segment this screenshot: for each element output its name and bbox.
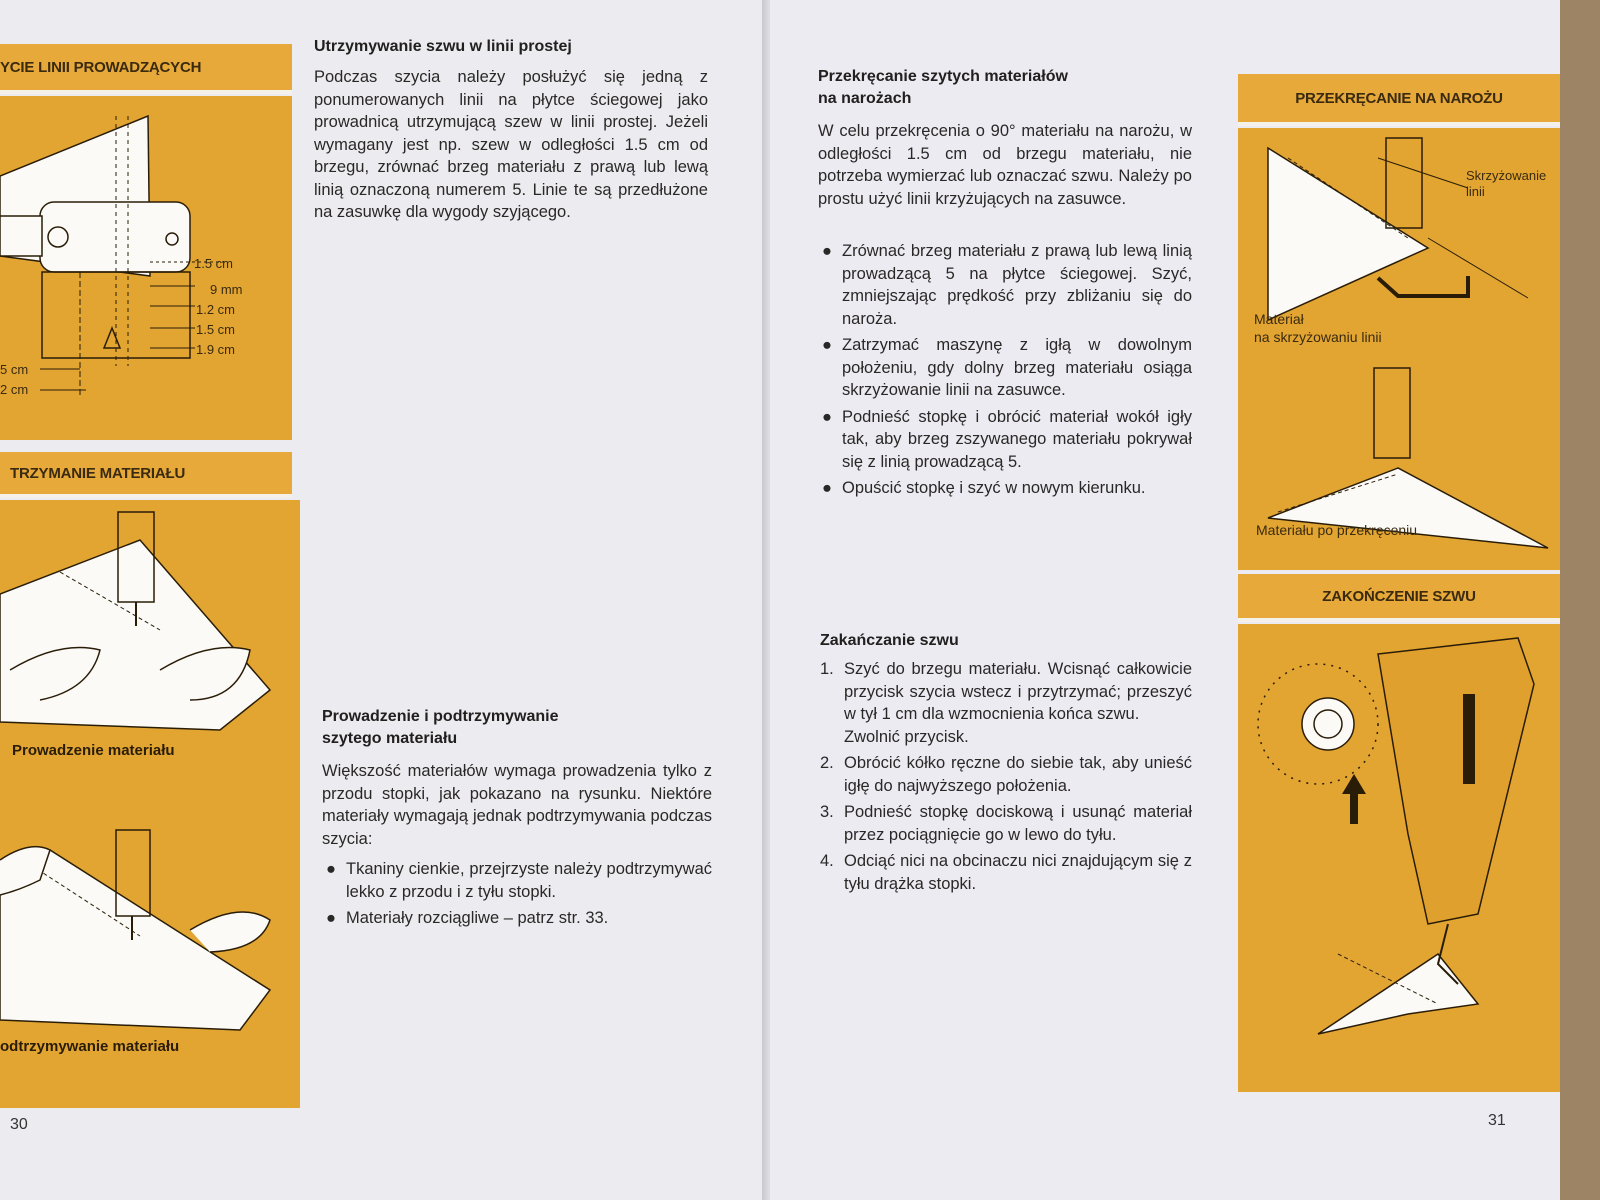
section-corners-list: ●Zrównać brzeg materiału z prawą lub lew… bbox=[818, 240, 1192, 504]
section-corners-title: Przekręcanie szytych materiałów na naroż… bbox=[818, 66, 1198, 110]
label-crossing: Skrzyżowanie linii bbox=[1466, 168, 1546, 200]
band-divider bbox=[1238, 618, 1560, 622]
ruler-label-3: 1.2 cm bbox=[196, 302, 236, 317]
label-crossing-line2: linii bbox=[1466, 184, 1485, 199]
seam-finishing-band: ZAKOŃCZENIE SZWU bbox=[1238, 574, 1560, 618]
corner-turning-band: PRZEKRĘCANIE NA NAROŻU bbox=[1238, 74, 1560, 122]
section-guiding-text: Większość materiałów wymaga prowadzenia … bbox=[322, 762, 712, 848]
list-item-text: Zrównać brzeg materiału z prawą lub lewą… bbox=[842, 242, 1192, 328]
caption-supporting: odtrzymywanie materiału bbox=[0, 1038, 180, 1055]
side-label-2: 2 cm bbox=[0, 382, 29, 397]
list-item: 4. Odciąć nici na obcinaczu nici znajdują… bbox=[820, 850, 1192, 895]
list-item-text: Opuścić stopkę i szyć w nowym kierunku. bbox=[842, 479, 1146, 497]
section-guiding-list: ●Tkaniny cienkie, przejrzyste należy pod… bbox=[322, 858, 712, 934]
section-guiding-title-line2: szytego materiału bbox=[322, 730, 458, 747]
list-item: 2. Obrócić kółko ręczne do siebie tak, ab… bbox=[820, 752, 1192, 797]
right-page: Przekręcanie szytych materiałów na naroż… bbox=[770, 0, 1570, 1200]
page-number-left: 30 bbox=[10, 1116, 28, 1133]
guide-lines-illustration: 1.5 cm 9 mm 1.2 cm 1.5 cm 1.9 cm 5 cm 2 … bbox=[0, 96, 292, 440]
ruler-label-2: 9 mm bbox=[210, 282, 243, 297]
label-material-line2: na skrzyżowaniu linii bbox=[1254, 329, 1382, 345]
fabric-guiding-drawing bbox=[0, 511, 272, 1031]
list-item: ●Zrównać brzeg materiału z prawą lub lew… bbox=[822, 242, 1192, 328]
list-item-text: Podnieść stopkę i obrócić materiał wokół… bbox=[842, 407, 1192, 471]
background-floor bbox=[1560, 0, 1600, 1200]
list-item: ●Zatrzymać maszynę z igłą w dowolnym poł… bbox=[822, 336, 1192, 399]
list-item-extra: Zwolnić przycisk. bbox=[844, 727, 969, 746]
guide-lines-band: YCIE LINII PROWADZĄCYCH bbox=[0, 44, 292, 90]
list-item-number: 4. bbox=[820, 852, 834, 870]
list-item: ●Materiały rozciągliwe – patrz str. 33. bbox=[326, 909, 609, 927]
ruler-label-4: 1.5 cm bbox=[196, 322, 236, 337]
list-item-number: 1. bbox=[820, 660, 834, 678]
corner-turning-band-title: PRZEKRĘCANIE NA NAROŻU bbox=[1295, 89, 1503, 107]
section-corners-title-line1: Przekręcanie szytych materiałów bbox=[818, 68, 1068, 85]
list-item-text: Obrócić kółko ręczne do siebie tak, aby … bbox=[844, 754, 1192, 795]
list-item: ●Opuścić stopkę i szyć w nowym kierunku. bbox=[822, 479, 1146, 497]
list-item-text: Materiały rozciągliwe – patrz str. 33. bbox=[346, 909, 609, 927]
caption-guiding: Prowadzenie materiału bbox=[12, 742, 175, 759]
list-item-number: 2. bbox=[820, 754, 834, 772]
section-straight-seam-title: Utrzymywanie szwu w linii prostej bbox=[314, 38, 572, 55]
guide-lines-band-title: YCIE LINII PROWADZĄCYCH bbox=[0, 58, 202, 76]
section-finishing-list: 1. Szyć do brzegu materiału. Wcisnąć całk… bbox=[820, 658, 1192, 899]
seam-finishing-illustration bbox=[1238, 624, 1560, 1092]
ruler-label-1: 1.5 cm bbox=[194, 256, 234, 271]
list-item-text: Podnieść stopkę dociskową i usunąć mater… bbox=[844, 803, 1192, 844]
list-item: ●Tkaniny cienkie, przejrzyste należy pod… bbox=[326, 860, 712, 901]
band-divider bbox=[0, 90, 292, 94]
left-page: YCIE LINII PROWADZĄCYCH 1.5 cm 9 mm 1.2 … bbox=[0, 0, 770, 1200]
section-finishing-title: Zakańczanie szwu bbox=[820, 632, 959, 649]
label-material-at-crossing: Materiał na skrzyżowaniu linii bbox=[1254, 310, 1382, 346]
list-item-text: Szyć do brzegu materiału. Wcisnąć całkow… bbox=[844, 660, 1192, 723]
list-item: 3. Podnieść stopkę dociskową i usunąć mat… bbox=[820, 801, 1192, 846]
throat-plate-drawing bbox=[0, 114, 225, 396]
page-number-right: 31 bbox=[1488, 1112, 1506, 1129]
list-item: 1. Szyć do brzegu materiału. Wcisnąć całk… bbox=[820, 658, 1192, 748]
section-guiding-title-line1: Prowadzenie i podtrzymywanie bbox=[322, 708, 559, 725]
section-corners-title-line2: na narożach bbox=[818, 90, 912, 107]
section-guiding-title: Prowadzenie i podtrzymywanie szytego mat… bbox=[322, 706, 722, 750]
corner-turning-drawing bbox=[1267, 137, 1549, 549]
side-label-1: 5 cm bbox=[0, 362, 29, 377]
list-item-number: 3. bbox=[820, 803, 834, 821]
label-after-turning: Materiału po przekręceniu bbox=[1256, 522, 1418, 538]
seam-finishing-drawing bbox=[1257, 637, 1535, 1035]
holding-illustration: Prowadzenie materiału odtrzymywanie mate… bbox=[0, 500, 300, 1108]
list-item: ●Podnieść stopkę i obrócić materiał wokó… bbox=[822, 407, 1192, 471]
holding-band-title: TRZYMANIE MATERIAŁU bbox=[10, 464, 186, 482]
list-item-text: Odciąć nici na obcinaczu nici znajdujący… bbox=[844, 852, 1192, 893]
holding-band: TRZYMANIE MATERIAŁU bbox=[0, 452, 292, 494]
list-item-text: Tkaniny cienkie, przejrzyste należy podt… bbox=[346, 860, 712, 901]
ruler-label-5: 1.9 cm bbox=[196, 342, 236, 357]
section-corners-text: W celu przekręcenia o 90° materiału na n… bbox=[818, 122, 1192, 208]
band-divider bbox=[1238, 122, 1560, 126]
list-item-text: Zatrzymać maszynę z igłą w dowolnym poło… bbox=[842, 336, 1192, 399]
band-divider bbox=[0, 494, 292, 498]
label-crossing-line1: Skrzyżowanie bbox=[1466, 168, 1547, 183]
section-straight-seam-text: Podczas szycia należy posłużyć się jedną… bbox=[314, 68, 708, 221]
seam-finishing-band-title: ZAKOŃCZENIE SZWU bbox=[1322, 587, 1476, 605]
corner-turning-illustration: Skrzyżowanie linii Materiał na skrzyżowa… bbox=[1238, 128, 1560, 570]
label-material-line1: Materiał bbox=[1254, 311, 1304, 327]
